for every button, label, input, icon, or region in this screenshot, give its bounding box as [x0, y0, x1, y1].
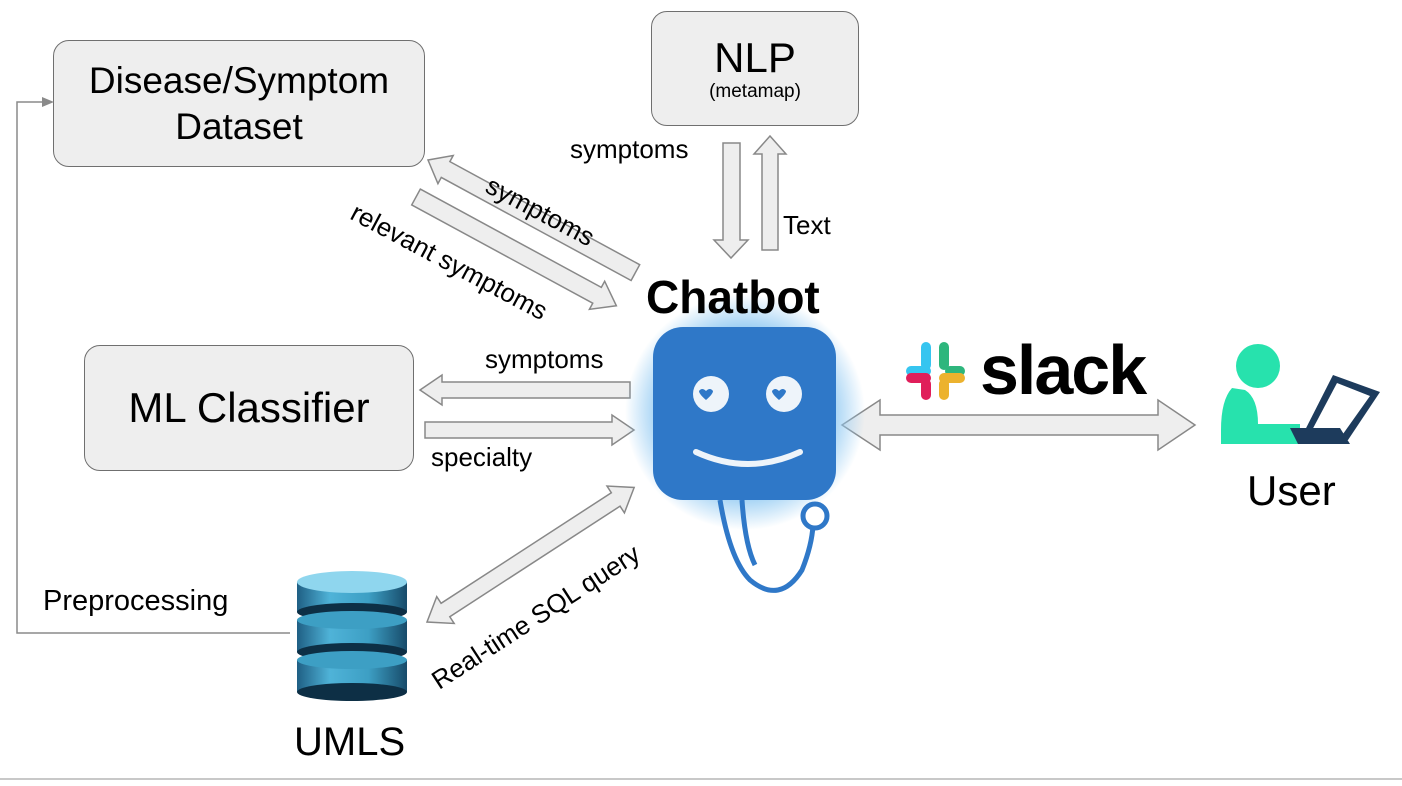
nlp-box: NLP (metamap): [651, 11, 859, 126]
nlp-title: NLP: [714, 33, 796, 81]
nlp-subtitle: (metamap): [709, 80, 801, 102]
dataset-label-line2: Dataset: [175, 105, 303, 147]
preprocessing-connector: [16, 97, 290, 634]
user-label: User: [1247, 467, 1336, 514]
chatbot-robot-icon: [625, 294, 865, 593]
arrow-chatbot-to-ml: [418, 373, 631, 407]
user-at-laptop-icon: [1221, 344, 1380, 444]
arrow-chatbot-to-nlp-down: [712, 142, 750, 260]
edge-label-nlp-symptoms: symptoms: [570, 134, 689, 164]
arrow-chatbot-to-dataset: [426, 154, 641, 282]
slack-logo-icon: [906, 342, 965, 400]
slack-wordmark: slack: [980, 331, 1147, 409]
arrow-ml-to-chatbot: [424, 413, 636, 447]
edge-label-ml-symptoms: symptoms: [485, 344, 604, 374]
edge-label-preprocessing: Preprocessing: [43, 585, 229, 617]
ml-classifier-title: ML Classifier: [128, 384, 370, 431]
chatbot-title: Chatbot: [646, 271, 820, 323]
edge-label-nlp-text: Text: [783, 210, 831, 240]
disease-symptom-dataset-box: Disease/Symptom Dataset: [53, 40, 425, 167]
arrow-dataset-to-chatbot: [410, 188, 618, 311]
umls-database-icon: [297, 571, 407, 701]
bottom-divider: [0, 778, 1402, 780]
edge-label-specialty: specialty: [431, 442, 533, 472]
arrow-nlp-to-chatbot-up: [752, 134, 788, 251]
arrow-chatbot-user-bidirectional: [840, 398, 1197, 452]
dataset-label-line1: Disease/Symptom: [88, 59, 390, 101]
arrow-umls-chatbot-bidirectional: [425, 485, 636, 625]
umls-label: UMLS: [294, 720, 406, 764]
ml-classifier-box: ML Classifier: [84, 345, 414, 471]
